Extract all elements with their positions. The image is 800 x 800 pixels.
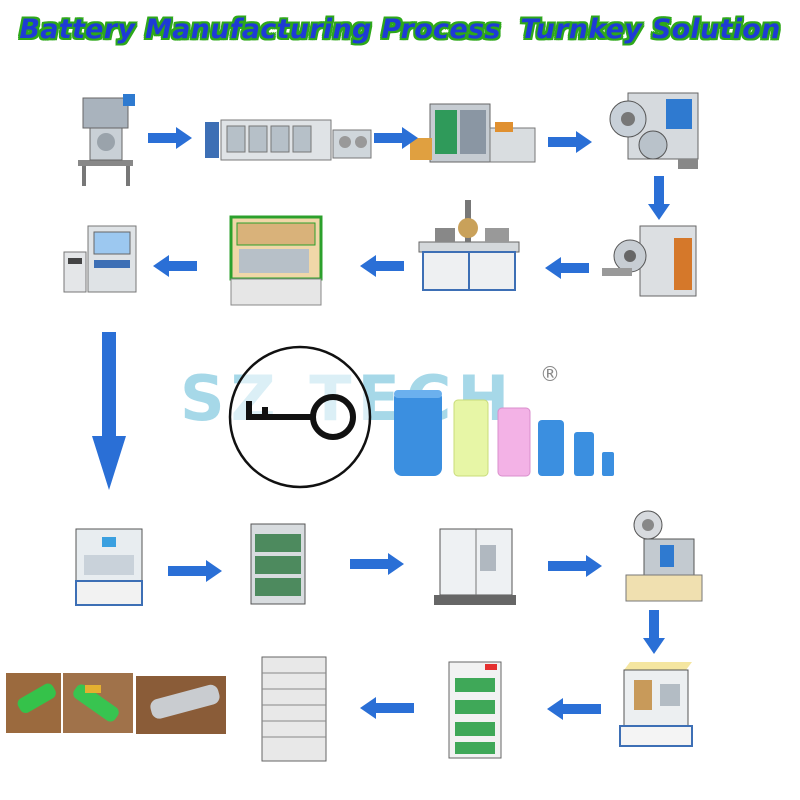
calendering-machine: [410, 98, 540, 178]
filling-machine: [432, 525, 517, 610]
winding-machine-enclosure: [225, 213, 325, 309]
key-logo: [228, 345, 373, 490]
flow-arrow-right: [548, 131, 592, 153]
flow-arrow-right: [148, 127, 192, 149]
flow-arrow-left: [360, 255, 404, 277]
slitting-machine: [598, 85, 708, 175]
flow-arrow-left: [360, 697, 414, 719]
flow-arrow-down: [643, 610, 665, 654]
key-icon: [246, 394, 356, 440]
battery-icon: [394, 390, 442, 476]
inspection-machine: [72, 525, 147, 610]
testing-machine: [616, 660, 696, 750]
flow-arrow-left: [547, 698, 601, 720]
product-photo-1: [6, 673, 61, 733]
winding-machine: [600, 220, 700, 302]
page-title: Battery Manufacturing Process Turnkey So…: [0, 14, 800, 45]
assembly-machine: [415, 198, 525, 298]
grading-cabinet: [445, 658, 505, 763]
cabinet-machine: [62, 222, 142, 298]
coating-line: [205, 112, 375, 167]
formation-rack: [258, 655, 330, 765]
product-photo-3: [136, 676, 226, 734]
product-photo-2: [63, 673, 133, 733]
flow-arrow-down: [648, 176, 670, 220]
battery-group: [388, 382, 618, 482]
title-part-2: Turnkey Solution: [520, 14, 781, 45]
sealing-machine: [620, 505, 705, 605]
title-part-1: Battery Manufacturing Process: [19, 14, 501, 45]
flow-arrow-right: [168, 560, 222, 582]
flow-arrow-down-long: [92, 332, 126, 490]
oven-cabinet: [245, 520, 310, 608]
registered-mark: ®: [540, 362, 560, 386]
flow-arrow-right: [350, 553, 404, 575]
flow-arrow-left: [153, 255, 197, 277]
flow-arrow-right: [548, 555, 602, 577]
flow-arrow-right: [374, 127, 418, 149]
mixing-machine: [68, 90, 148, 190]
flow-arrow-left: [545, 257, 589, 279]
